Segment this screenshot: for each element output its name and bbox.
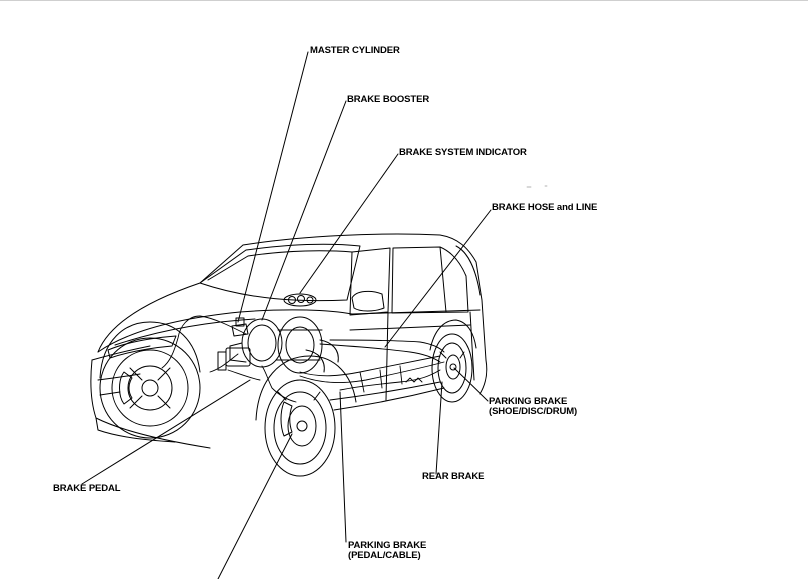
front-right-wheel — [264, 379, 336, 477]
label-parking-brake-shoe-line2: (SHOE/DISC/DRUM) — [489, 406, 578, 417]
brake-system-indicator-gauge — [283, 293, 317, 307]
vehicle-body — [90, 233, 488, 449]
leader-brake-system-indicator — [299, 153, 399, 294]
label-parking-brake-shoe: PARKING BRAKE (SHOE/DISC/DRUM) — [489, 397, 577, 417]
leader-brake-hose-line — [384, 209, 492, 348]
front-wheel-arch — [99, 321, 357, 421]
label-parking-brake-pedal-line1: PARKING BRAKE — [348, 540, 427, 551]
leader-brake-pedal — [81, 379, 251, 485]
brake-hose-lines — [161, 315, 445, 403]
label-rear-brake: REAR BRAKE — [422, 471, 485, 482]
leader-parking-brake-shoe — [453, 367, 489, 402]
label-brake-booster: BRAKE BOOSTER — [347, 94, 430, 105]
leader-rear-brake — [435, 381, 443, 475]
front-engine-components — [275, 316, 339, 374]
front-left-wheel — [99, 337, 201, 439]
brake-booster-assembly — [217, 317, 283, 371]
leader-lines — [81, 51, 492, 579]
leader-bottom — [217, 433, 293, 579]
label-master-cylinder: MASTER CYLINDER — [310, 45, 400, 56]
label-parking-brake-pedal: PARKING BRAKE (PEDAL/CABLE) — [348, 541, 426, 561]
label-parking-brake-pedal-line2: (PEDAL/CABLE) — [348, 550, 421, 561]
label-brake-pedal: BRAKE PEDAL — [53, 483, 121, 494]
label-brake-system-indicator: BRAKE SYSTEM INDICATOR — [399, 147, 527, 158]
label-parking-brake-shoe-line1: PARKING BRAKE — [489, 396, 568, 407]
leader-parking-brake-pedal — [339, 391, 347, 543]
label-brake-hose-and-line: BRAKE HOSE and LINE — [492, 202, 598, 213]
rear-wheel — [429, 319, 477, 403]
leader-brake-booster — [261, 100, 347, 321]
page-top-rule — [0, 0, 808, 1]
stray-marks — [526, 185, 548, 188]
leader-master-cylinder — [237, 51, 309, 323]
